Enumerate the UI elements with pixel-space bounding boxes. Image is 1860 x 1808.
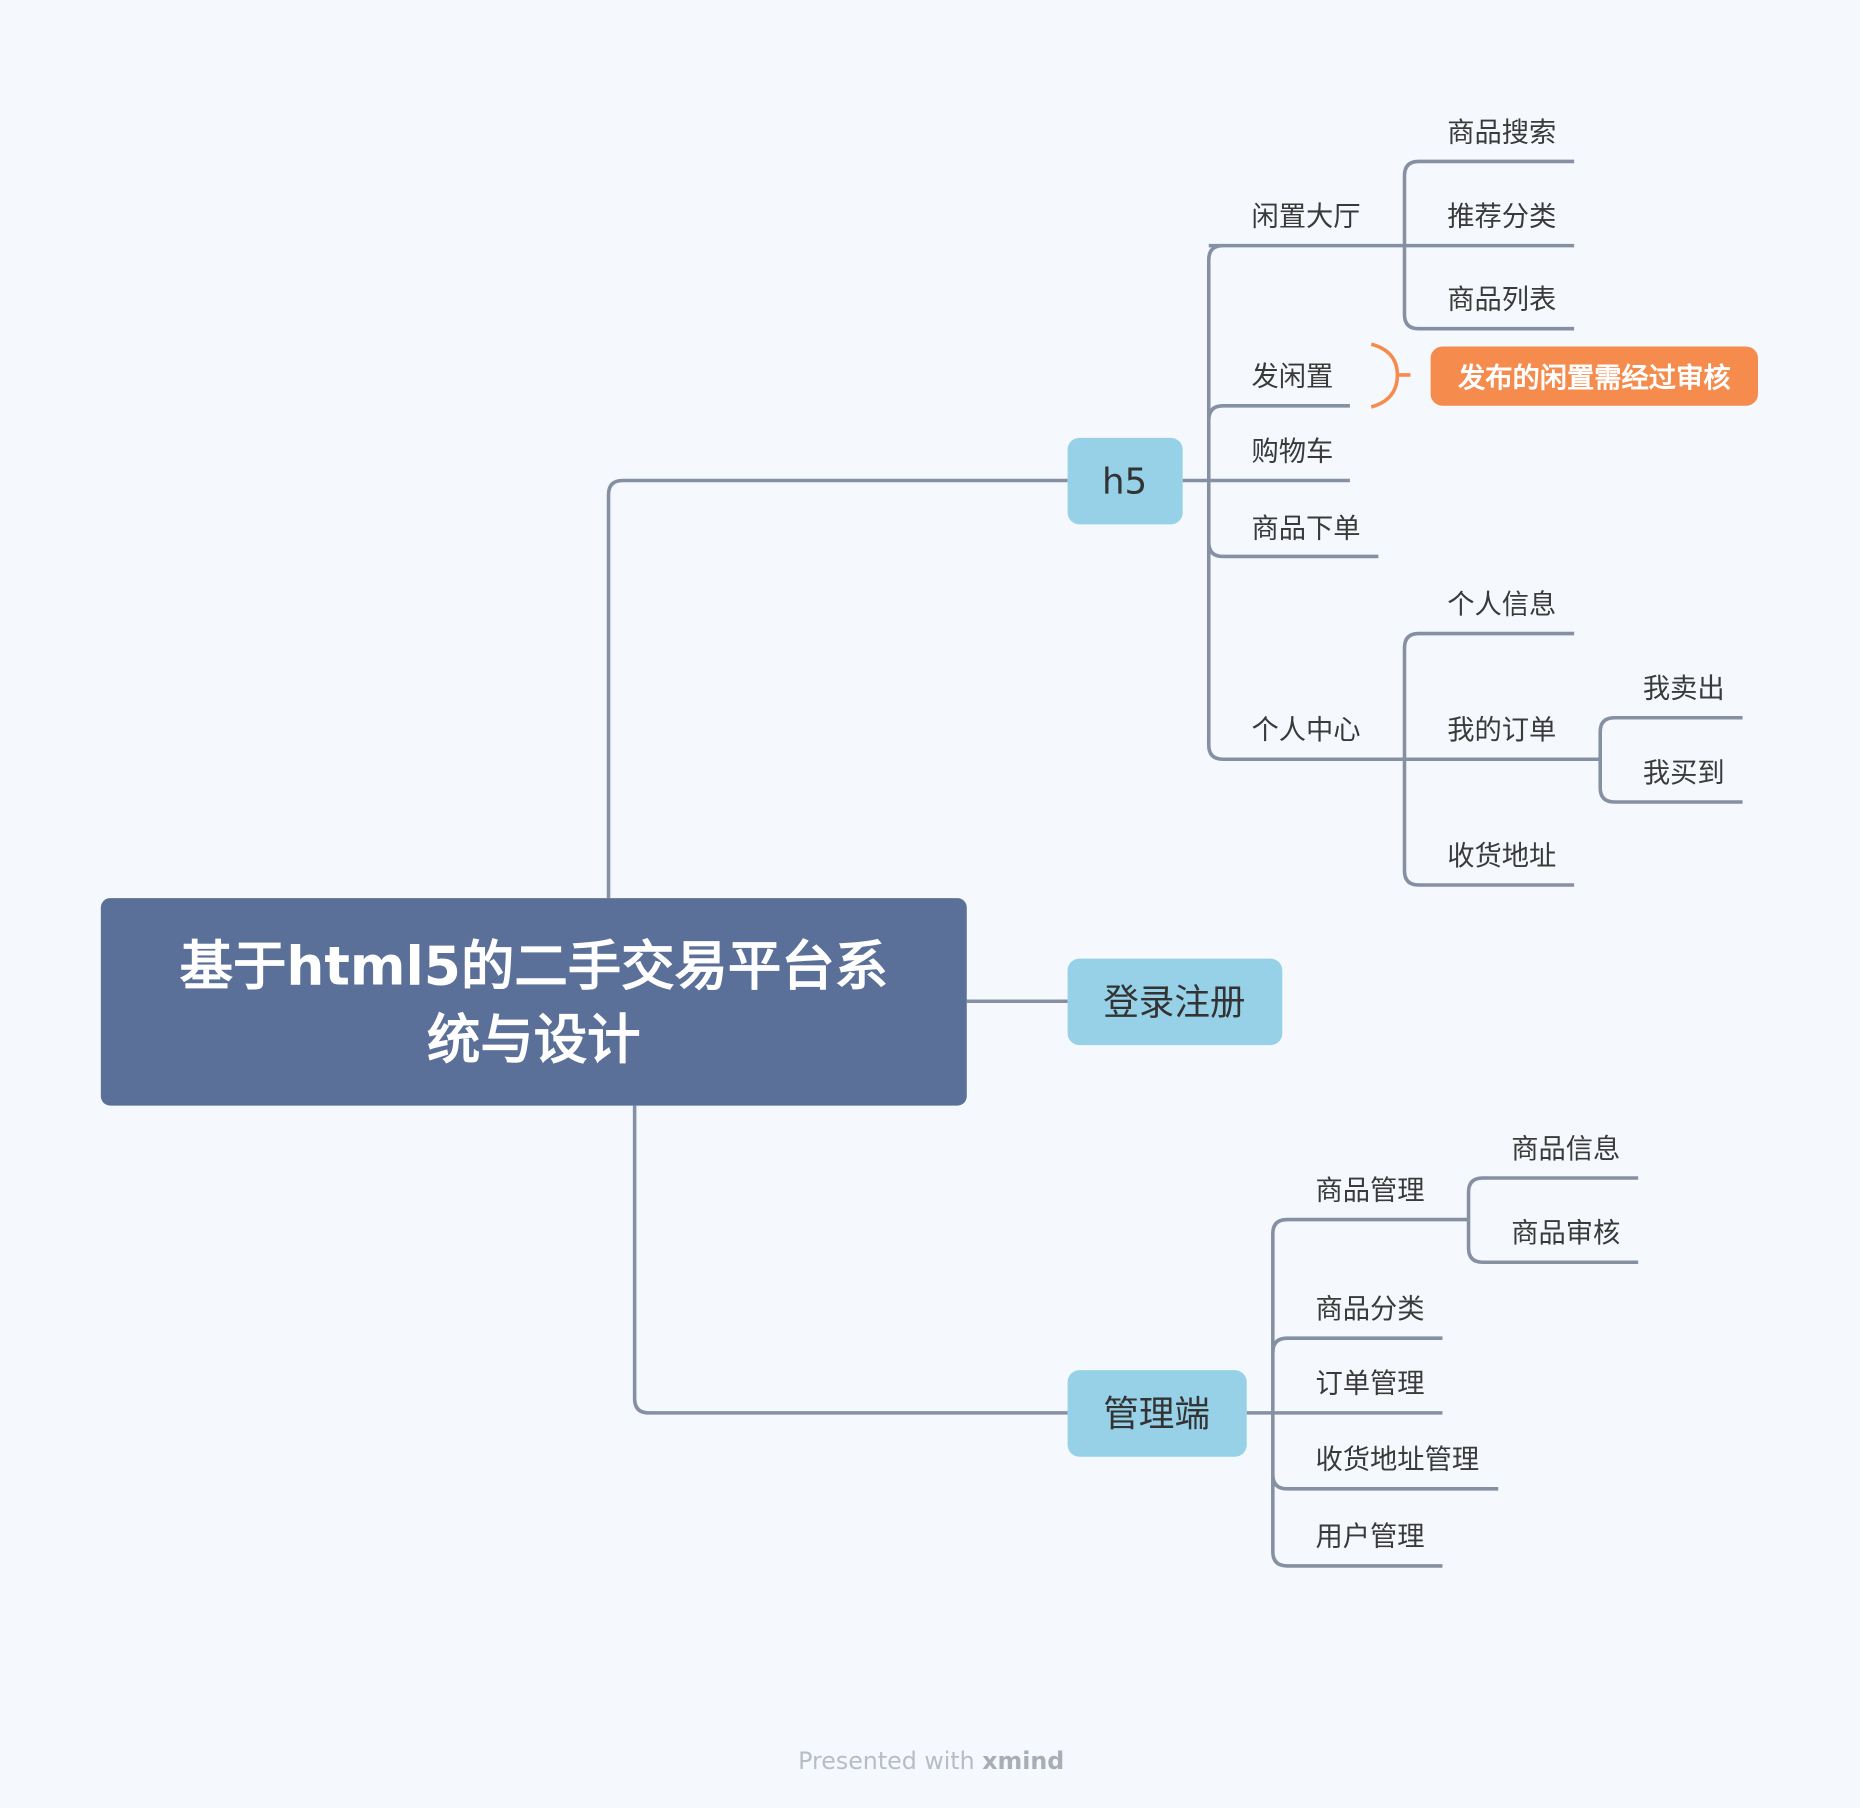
topic-admin[interactable]: 管理端 [1067,1370,1247,1457]
subtopic-order[interactable]: 商品下单 [1251,513,1360,544]
subtopic-search[interactable]: 商品搜索 [1447,117,1556,148]
footer-credit: Presented with xmind [798,1747,1064,1775]
subtopic-user-mgmt[interactable]: 用户管理 [1316,1522,1425,1553]
subtopic-goods-mgmt[interactable]: 商品管理 [1316,1175,1425,1206]
root-topic[interactable]: 基于html5的二手交易平台系 统与设计 [100,898,967,1106]
topic-login-label: 登录注册 [1103,982,1245,1023]
footer-prefix: Presented with [798,1747,982,1775]
root-title-line2: 统与设计 [427,1008,641,1071]
subtopic-list[interactable]: 商品列表 [1447,285,1556,316]
subtopic-order-mgmt[interactable]: 订单管理 [1316,1369,1425,1400]
topic-admin-label: 管理端 [1103,1394,1210,1435]
subtopic-info[interactable]: 个人信息 [1447,589,1556,620]
subtopic-cart[interactable]: 购物车 [1251,436,1333,467]
subtopic-category[interactable]: 商品分类 [1316,1294,1425,1325]
subtopic-address-mgmt[interactable]: 收货地址管理 [1316,1445,1480,1476]
subtopic-sold[interactable]: 我卖出 [1643,674,1725,705]
callout-review-label: 发布的闲置需经过审核 [1457,362,1731,394]
xmind-logo: xmind [982,1747,1064,1775]
connectors [606,159,1743,1568]
callout-review[interactable]: 发布的闲置需经过审核 [1430,346,1758,406]
topic-login[interactable]: 登录注册 [1067,958,1283,1046]
root-title-line1: 基于html5的二手交易平台系 [180,935,888,998]
topic-h5[interactable]: h5 [1067,437,1183,525]
subtopic-bought[interactable]: 我买到 [1643,758,1725,789]
subtopic-goods-info[interactable]: 商品信息 [1511,1134,1620,1165]
subtopic-my-orders[interactable]: 我的订单 [1447,715,1556,746]
topic-h5-label: h5 [1102,462,1147,503]
subtopic-center[interactable]: 个人中心 [1251,715,1360,746]
subtopic-address[interactable]: 收货地址 [1447,841,1556,872]
subtopic-post[interactable]: 发闲置 [1251,362,1333,393]
subtopic-goods-review[interactable]: 商品审核 [1511,1218,1620,1249]
subtopic-recommend[interactable]: 推荐分类 [1447,201,1556,232]
subtopic-hall[interactable]: 闲置大厅 [1251,201,1360,232]
